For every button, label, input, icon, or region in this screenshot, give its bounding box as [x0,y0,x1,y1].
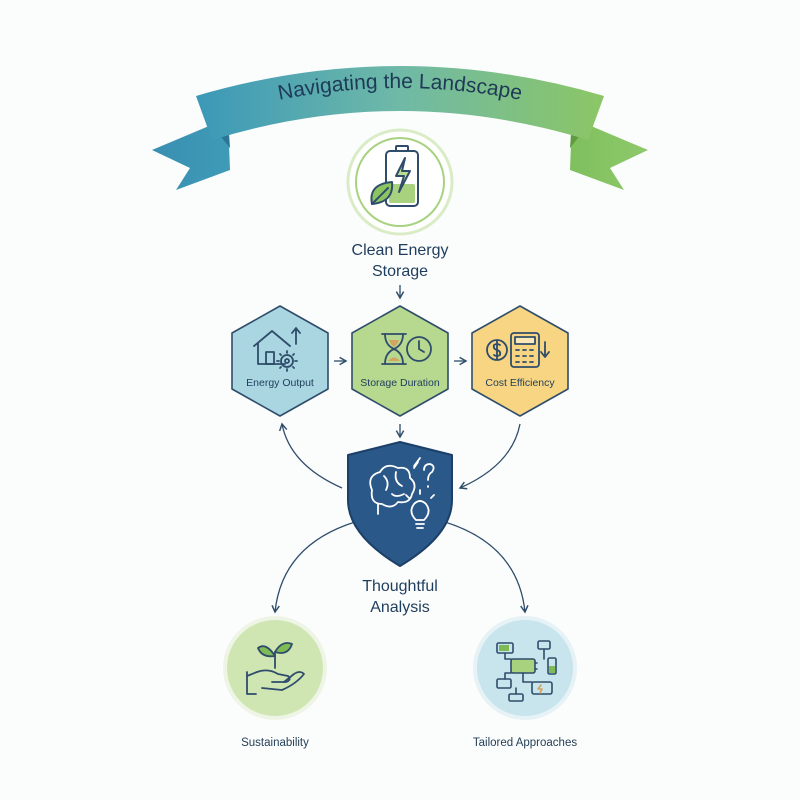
banner-tail-right [570,118,648,190]
cost-efficiency-node [471,305,569,417]
arrow-cost-to-analysis [458,423,521,490]
calculator-dollar-icon [486,332,550,368]
arrow-analysis-to-tailored [444,521,529,614]
connectors [271,285,529,614]
arrow-analysis-to-output [278,422,343,489]
thoughtful-analysis-line2: Analysis [370,599,430,616]
title-banner [152,66,648,190]
sustainability-node [223,616,327,720]
clean-energy-storage-label: Clean Energy Storage [300,240,500,282]
sustainability-label: Sustainability [241,737,309,749]
clean-energy-storage-line2: Storage [371,263,429,280]
hourglass-clock-icon [381,333,432,365]
energy-output-label: Energy Output [246,377,314,389]
storage-duration-node [351,305,449,417]
brain-lightbulb-icon [369,457,435,529]
thoughtful-analysis-node [347,441,453,567]
tailored-approaches-node [473,616,577,720]
tailored-approaches-label: Tailored Approaches [472,737,578,749]
thoughtful-analysis-label: Thoughtful Analysis [300,576,500,618]
battery-leaf-icon [370,145,419,207]
arrow-analysis-to-sustainability [271,521,356,614]
storage-duration-label: Storage Duration [360,377,440,389]
clean-energy-storage-node [346,128,454,236]
cost-efficiency-label: Cost Efficiency [485,377,555,389]
house-gear-icon [253,327,301,372]
energy-output-node [231,305,329,417]
battery-circuit-icon [496,640,557,702]
thoughtful-analysis-line1: Thoughtful [362,578,438,595]
banner-body [196,66,604,140]
banner-tail-left [152,118,230,190]
hand-sprout-icon [246,642,305,695]
clean-energy-storage-line1: Clean Energy [351,242,449,259]
